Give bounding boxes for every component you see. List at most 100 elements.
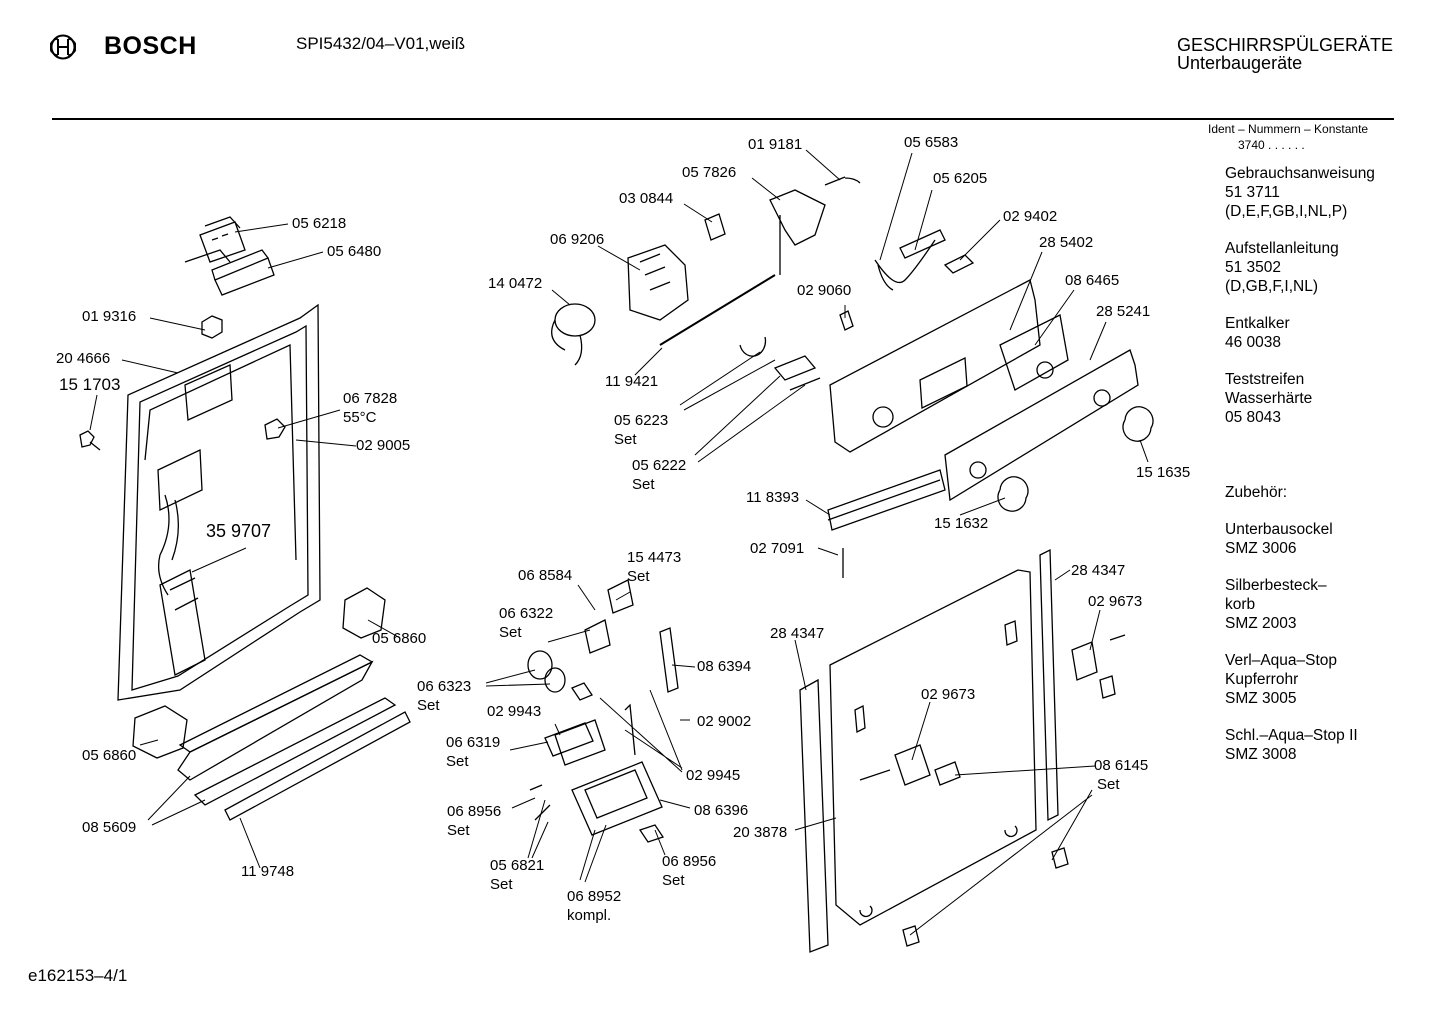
part-label: 08 6394 (697, 658, 752, 675)
part-label: Set (447, 822, 470, 839)
bosch-armature-icon (50, 34, 76, 60)
brand-name: BOSCH (104, 32, 197, 60)
bottom-rails (177, 654, 411, 821)
part-label: 01 9316 (82, 308, 137, 325)
ident-label: Ident – Nummern – Konstante (1208, 122, 1369, 136)
part-label: 15 4473 (627, 549, 682, 566)
part-label: 01 9181 (748, 136, 803, 153)
part-label: 02 7091 (750, 540, 805, 557)
note-line: Schl.–Aqua–Stop II (1225, 727, 1358, 744)
part-label: 06 9206 (550, 231, 605, 248)
part-label: 15 1632 (934, 515, 989, 532)
note-line: Entkalker (1225, 315, 1290, 332)
part-label: 08 5609 (82, 819, 137, 836)
note-line: 46 0038 (1225, 334, 1282, 351)
part-label: 05 6583 (904, 134, 959, 151)
note-line: SMZ 3008 (1225, 746, 1297, 763)
part-label: 05 6223 (614, 412, 669, 429)
part-label: Set (499, 624, 522, 641)
note-line: Verl–Aqua–Stop (1225, 652, 1338, 669)
note-line: Teststreifen (1225, 371, 1305, 388)
part-label: 06 8952 (567, 888, 622, 905)
part-label: 02 9005 (356, 437, 411, 454)
subcategory-title: Unterbaugeräte (1177, 53, 1303, 73)
part-label: 02 9673 (1088, 593, 1143, 610)
part-label: 08 6396 (694, 802, 749, 819)
part-label: 05 6480 (327, 243, 382, 260)
wiring-and-brackets (874, 229, 975, 291)
part-label: 06 8584 (518, 567, 573, 584)
part-label: 28 4347 (1071, 562, 1126, 579)
part-label: Set (417, 697, 440, 714)
note-line: Zubehör: (1225, 484, 1288, 501)
ident-value: 3740 . . . . . . (1238, 138, 1305, 152)
note-line: (D,GB,F,I,NL) (1225, 278, 1319, 295)
part-label: 28 5241 (1096, 303, 1151, 320)
control-module (551, 176, 861, 391)
part-label: 06 8956 (447, 803, 502, 820)
note-line: 05 8043 (1225, 409, 1282, 426)
part-label: 05 6218 (292, 215, 347, 232)
part-label: Set (627, 568, 650, 585)
part-label: 02 9060 (797, 282, 852, 299)
note-line: SMZ 3005 (1225, 690, 1297, 707)
part-label: 02 9002 (697, 713, 752, 730)
left-side-strip (799, 678, 829, 953)
part-label: 55°C (343, 409, 377, 426)
part-label: 08 6145 (1094, 757, 1149, 774)
part-label: 11 8393 (746, 489, 800, 506)
note-gebrauchsanweisung: Gebrauchsanweisung 51 3711 (D,E,F,GB,I,N… (1225, 164, 1375, 221)
thermostat-part (264, 418, 286, 440)
part-label: Set (446, 753, 469, 770)
part-label: 35 9707 (206, 521, 272, 541)
note-entkalker: Entkalker 46 0038 (1225, 314, 1290, 352)
note-line: korb (1225, 596, 1256, 613)
note-teststreifen: Teststreifen Wasserhärte 05 8043 (1225, 370, 1312, 427)
inner-door-frame (117, 303, 321, 701)
part-label: Set (490, 876, 513, 893)
part-label: Set (614, 431, 637, 448)
note-line: Wasserhärte (1225, 390, 1313, 407)
note-line: SMZ 2003 (1225, 615, 1297, 632)
control-panel (827, 279, 1154, 578)
part-label: 06 7828 (343, 390, 398, 407)
right-side-strip (1039, 548, 1059, 822)
part-label: Set (662, 872, 685, 889)
part-label: 20 4666 (56, 350, 111, 367)
part-label: 05 6205 (933, 170, 988, 187)
part-label: 05 6222 (632, 457, 687, 474)
front-door (799, 548, 1126, 953)
part-label: 11 9421 (605, 373, 659, 390)
part-label: 15 1703 (59, 375, 121, 394)
note-line: Aufstellanleitung (1225, 240, 1339, 257)
note-aufstellanleitung: Aufstellanleitung 51 3502 (D,GB,F,I,NL) (1225, 239, 1339, 296)
switch-part (704, 213, 726, 241)
part-label: 05 7826 (682, 164, 737, 181)
part-label: 02 9673 (921, 686, 976, 703)
part-label: 11 9748 (241, 863, 295, 880)
note-verl-aqua-stop: Verl–Aqua–Stop Kupferrohr SMZ 3005 (1225, 651, 1337, 708)
part-label: 02 9943 (487, 703, 542, 720)
note-schl-aqua-stop: Schl.–Aqua–Stop II SMZ 3008 (1225, 726, 1358, 764)
note-line: Gebrauchsanweisung (1225, 165, 1375, 182)
part-label: 05 6860 (372, 630, 427, 647)
note-line: (D,E,F,GB,I,NL,P) (1225, 203, 1348, 220)
note-line: Kupferrohr (1225, 671, 1299, 688)
upper-lock-part (184, 216, 275, 296)
part-label: 02 9402 (1003, 208, 1058, 225)
header-divider (52, 118, 1394, 120)
note-line: Unterbausockel (1225, 521, 1333, 538)
model-number: SPI5432/04–V01,weiß (296, 34, 466, 53)
part-label: 28 5402 (1039, 234, 1094, 251)
part-label: Set (632, 476, 655, 493)
part-label: 15 1635 (1136, 464, 1191, 481)
note-line: SMZ 3006 (1225, 540, 1297, 557)
part-label: 20 3878 (733, 824, 788, 841)
part-label: 08 6465 (1065, 272, 1120, 289)
part-label: 06 8956 (662, 853, 717, 870)
part-label: 05 6860 (82, 747, 137, 764)
small-parts-left (79, 315, 386, 759)
part-label: 05 6821 (490, 857, 545, 874)
part-label: Set (1097, 776, 1120, 793)
